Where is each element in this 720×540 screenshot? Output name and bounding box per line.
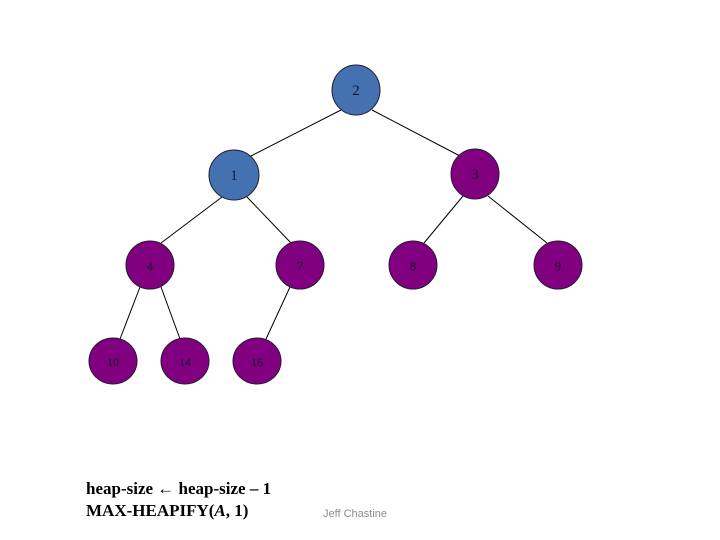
node-circle-2 — [331, 64, 381, 116]
pseudocode-line-2-arg: A — [214, 501, 226, 520]
pseudocode-line-1: heap-size ← heap-size – 1 — [86, 479, 272, 498]
node-label-4: 4 — [147, 259, 154, 274]
node-circle-4 — [125, 240, 175, 290]
tree-edge-n3-n9 — [487, 195, 548, 244]
tree-node-2[interactable]: 2 — [331, 64, 381, 116]
node-label-9: 9 — [555, 259, 562, 274]
pseudocode-line-2: MAX-HEAPIFY(A, 1) — [86, 500, 271, 522]
tree-node-7[interactable]: 7 — [275, 240, 325, 290]
node-label-14: 14 — [179, 355, 191, 369]
tree-edge-n1-n4 — [160, 196, 223, 244]
node-circle-9 — [533, 240, 583, 290]
pseudocode-block: heap-size ← heap-size – 1 MAX-HEAPIFY(A,… — [86, 478, 271, 522]
node-circle-7 — [275, 240, 325, 290]
tree-edge-n2-n3 — [371, 109, 461, 157]
node-label-8: 8 — [410, 259, 417, 274]
node-label-3: 3 — [471, 167, 479, 183]
tree-edge-n7-n16 — [265, 286, 291, 340]
pseudocode-line-2-prefix: MAX-HEAPIFY( — [86, 501, 215, 520]
tree-edge-n3-n8 — [423, 195, 464, 244]
tree-node-14[interactable]: 14 — [160, 337, 210, 385]
tree-node-3[interactable]: 3 — [450, 148, 500, 200]
tree-edges — [119, 109, 548, 340]
tree-nodes: 2 1 3 4 7 8 9 10 14 16 — [88, 64, 583, 385]
tree-node-9[interactable]: 9 — [533, 240, 583, 290]
tree-edge-n2-n1 — [248, 109, 342, 158]
node-label-7: 7 — [297, 259, 304, 274]
tree-node-4[interactable]: 4 — [125, 240, 175, 290]
node-circle-14 — [160, 337, 210, 385]
tree-edge-n1-n7 — [246, 196, 292, 244]
node-label-10: 10 — [107, 355, 119, 369]
node-label-1: 1 — [230, 168, 238, 184]
node-label-2: 2 — [352, 83, 360, 99]
node-circle-3 — [450, 148, 500, 200]
tree-edge-n4-n14 — [160, 286, 181, 340]
tree-edge-n4-n10 — [119, 286, 141, 340]
tree-node-10[interactable]: 10 — [88, 337, 138, 385]
node-circle-1 — [208, 149, 260, 201]
tree-node-8[interactable]: 8 — [388, 240, 438, 290]
node-circle-10 — [88, 337, 138, 385]
node-label-16: 16 — [251, 355, 263, 369]
node-circle-8 — [388, 240, 438, 290]
node-circle-16 — [232, 337, 282, 385]
tree-node-16[interactable]: 16 — [232, 337, 282, 385]
author-credit: Jeff Chastine — [323, 508, 388, 520]
tree-node-1[interactable]: 1 — [208, 149, 260, 201]
pseudocode-line-2-suffix: , 1) — [225, 501, 249, 520]
